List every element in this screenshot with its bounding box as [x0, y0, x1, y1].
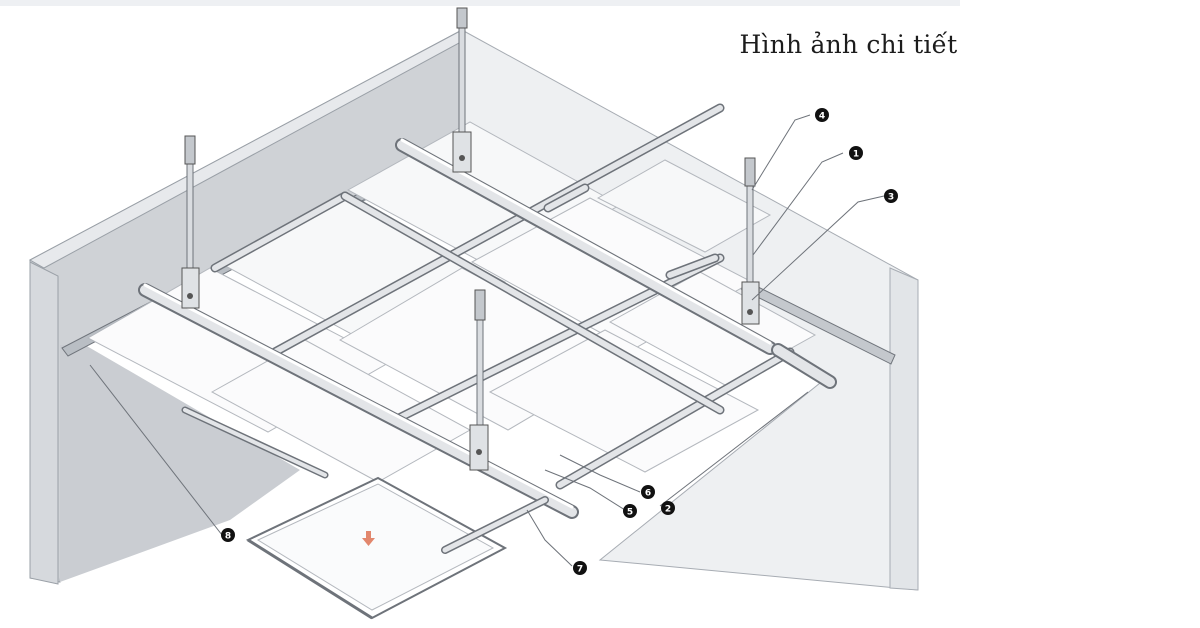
callout-1: 1 — [849, 146, 863, 160]
corner-pillar — [29, 261, 59, 585]
callout-8-label: 8 — [225, 532, 231, 542]
hanger-bolt — [476, 449, 482, 455]
hanger-clip — [181, 267, 200, 309]
callout-5: 5 — [623, 504, 637, 518]
callout-2-label: 2 — [665, 505, 671, 515]
callout-3-label: 3 — [888, 193, 894, 203]
callout-2: 2 — [661, 501, 675, 515]
main-runner-web — [400, 138, 772, 345]
leader-line — [751, 114, 811, 191]
panel — [488, 329, 760, 473]
callout-5-label: 5 — [627, 508, 633, 518]
leader-line — [526, 509, 573, 567]
leader-line — [751, 195, 885, 301]
leader-line — [752, 152, 844, 256]
cross-tee — [272, 105, 723, 355]
callout-6-label: 6 — [645, 489, 651, 499]
rod-anchor — [474, 289, 486, 321]
panel — [596, 159, 772, 253]
main-runner — [140, 285, 577, 517]
callout-1-label: 1 — [853, 150, 859, 160]
leader-line — [89, 364, 223, 536]
rod-anchor — [184, 135, 196, 165]
arrow-down-icon — [362, 531, 375, 546]
hanger-bolt — [459, 155, 465, 161]
rod-anchor — [456, 7, 468, 29]
callout-3: 3 — [884, 189, 898, 203]
dropped-panel-inner — [256, 483, 495, 611]
cross-tee — [667, 255, 718, 278]
callout-8: 8 — [221, 528, 235, 542]
main-runner-web — [143, 283, 574, 509]
rod-anchor — [744, 157, 756, 187]
callout-7-label: 7 — [577, 565, 583, 575]
callout-6: 6 — [641, 485, 655, 499]
right-margin — [960, 6, 1200, 628]
hanger-clip — [452, 131, 472, 173]
dropped-panel — [245, 476, 549, 620]
cross-tee — [557, 349, 793, 488]
dropped-panel-edge — [247, 538, 373, 620]
cross-tee — [212, 193, 348, 271]
hanger-rods — [181, 7, 760, 471]
hanger-rod — [458, 9, 466, 139]
leader-line — [659, 391, 809, 507]
hanger-bolt — [747, 309, 753, 315]
leader-lines — [89, 114, 885, 567]
right-wall-end — [889, 267, 919, 591]
main-runner — [342, 193, 723, 413]
main-runner — [773, 345, 835, 387]
main-runner — [183, 408, 327, 477]
callout-4: 4 — [815, 108, 829, 122]
callout-7: 7 — [573, 561, 587, 575]
leader-line — [544, 469, 626, 511]
hanger-bolt — [187, 293, 193, 299]
top-strip — [0, 0, 960, 6]
dropped-tee — [442, 497, 548, 553]
hanger-clip — [741, 281, 760, 325]
leader-line — [559, 454, 641, 493]
main-runner — [397, 140, 775, 353]
cross-tee — [545, 185, 588, 211]
hanger-clip — [469, 424, 489, 471]
callout-4-label: 4 — [819, 112, 825, 122]
main-runners — [138, 138, 837, 519]
